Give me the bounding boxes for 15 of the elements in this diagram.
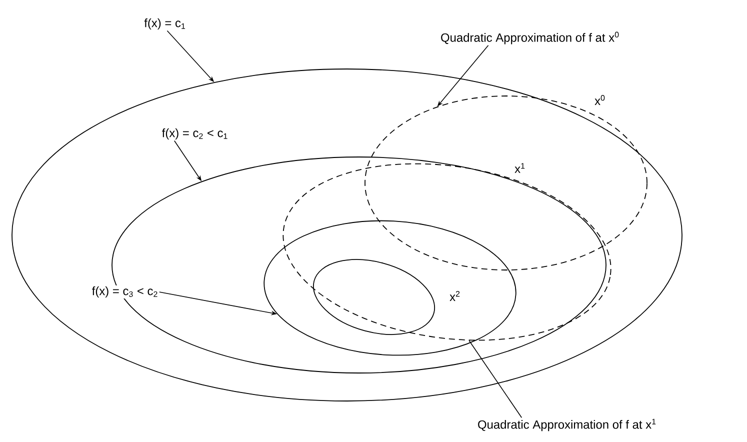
formula-label: f(x) = c$_{3}$ < c$_{2}$ <box>90 285 160 299</box>
formula-label: Quadratic Approximation of f at x$^{1}$ <box>476 418 658 432</box>
formula-label: Quadratic Approximation of f at x$^{0}$ <box>440 30 621 46</box>
formula-label: f(x) = c$_{1}$ <box>143 17 187 31</box>
point-label: x$^{0}$ <box>594 95 605 105</box>
formula-label: f(x) = c$_{2}$ < c$_{1}$ <box>160 127 230 141</box>
approximation-contour <box>364 96 648 270</box>
point-label: x$^{1}$ <box>514 163 525 173</box>
point-label: x$^{2}$ <box>450 291 460 301</box>
leader-line <box>468 340 522 418</box>
level-set-contour <box>112 156 606 374</box>
level-set-contour <box>12 68 682 402</box>
approximation-contour <box>283 163 611 341</box>
level-set-contour <box>312 259 436 335</box>
level-set-contour <box>264 220 516 356</box>
